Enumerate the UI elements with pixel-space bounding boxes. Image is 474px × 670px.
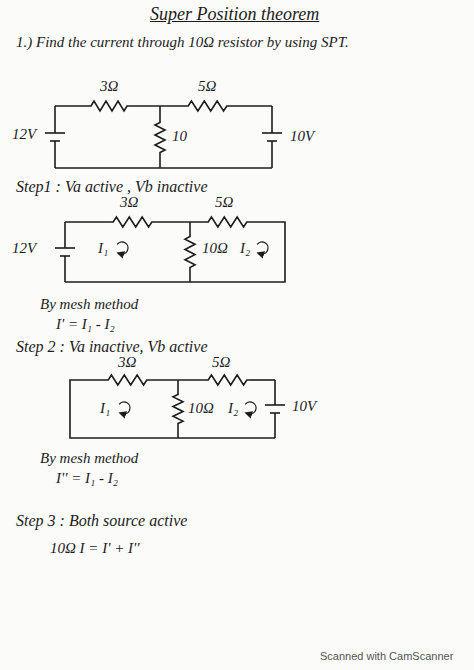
- wire: [130, 105, 185, 107]
- resistor-value: 3Ω: [118, 354, 136, 371]
- battery-symbol: [55, 247, 75, 249]
- wire: [54, 141, 56, 168]
- wire: [177, 380, 179, 392]
- wire: [155, 221, 205, 223]
- resistor-symbol: [185, 101, 230, 111]
- battery-symbol: [45, 132, 65, 134]
- source-value: 10V: [290, 128, 314, 145]
- resistor-symbol: [205, 375, 250, 385]
- mesh-arrow: [119, 402, 130, 414]
- wire: [65, 221, 110, 223]
- wire: [271, 141, 273, 168]
- step-heading: Step1 : Va active , Vb inactive: [16, 178, 207, 196]
- battery-symbol: [270, 412, 280, 414]
- source-value: 12V: [12, 126, 36, 143]
- wire: [65, 222, 285, 282]
- watermark: Scanned with CamScanner: [320, 650, 453, 663]
- wire: [250, 379, 275, 381]
- wire: [230, 105, 272, 107]
- mesh-current: I₁: [98, 240, 108, 257]
- resistor-value: 3Ω: [100, 78, 118, 95]
- wire: [54, 106, 56, 133]
- resistor-value: 5Ω: [215, 194, 233, 211]
- mesh-current: I₁: [100, 400, 110, 417]
- wire: [55, 105, 88, 107]
- resistor-value: 5Ω: [198, 78, 216, 95]
- source-value: 10V: [292, 398, 316, 415]
- resistor-symbol: [88, 101, 130, 111]
- resistor-value: 10Ω: [202, 240, 228, 257]
- resistor-value: 10: [172, 128, 187, 145]
- battery-symbol: [267, 140, 277, 142]
- resistor-value: 5Ω: [212, 354, 230, 371]
- wire: [189, 270, 191, 282]
- mesh-arrow: [257, 242, 268, 254]
- wire: [64, 256, 66, 282]
- equation: I'' = I₁ - I₂: [56, 470, 118, 487]
- resistor-symbol: [105, 375, 150, 385]
- equation: 10Ω I = I' + I'': [50, 540, 139, 557]
- resistor-value: 10Ω: [188, 400, 214, 417]
- resistor-symbol: [205, 217, 250, 227]
- resistor-symbol: [155, 120, 165, 155]
- mesh-current: I₂: [228, 400, 238, 417]
- resistor-symbol: [110, 217, 155, 227]
- mesh-arrow: [245, 402, 256, 414]
- resistor-value: 3Ω: [120, 194, 138, 211]
- wire: [177, 426, 179, 438]
- resistor-symbol: [173, 392, 183, 426]
- wire: [64, 222, 66, 248]
- equation: I' = I₁ - I₂: [56, 316, 115, 333]
- method-note: By mesh method: [40, 296, 138, 313]
- battery-symbol: [50, 140, 60, 142]
- wire: [274, 413, 276, 438]
- page-title: Super Position theorem: [150, 4, 319, 25]
- method-note: By mesh method: [40, 450, 138, 467]
- battery-symbol: [60, 255, 70, 257]
- wire: [274, 380, 276, 405]
- battery-symbol: [265, 404, 285, 406]
- battery-symbol: [262, 132, 282, 134]
- question-text: 1.) Find the current through 10Ω resisto…: [16, 34, 349, 51]
- wire: [159, 155, 161, 168]
- mesh-current: I₂: [240, 240, 250, 257]
- mesh-arrow: [117, 242, 128, 254]
- step-heading: Step 3 : Both source active: [16, 512, 187, 530]
- wire: [271, 106, 273, 133]
- step-heading: Step 2 : Va inactive, Vb active: [16, 338, 207, 356]
- wire: [70, 380, 275, 438]
- wire: [159, 106, 161, 120]
- source-value: 12V: [12, 240, 36, 257]
- resistor-symbol: [185, 234, 195, 270]
- wire: [189, 222, 191, 234]
- wire: [55, 167, 272, 169]
